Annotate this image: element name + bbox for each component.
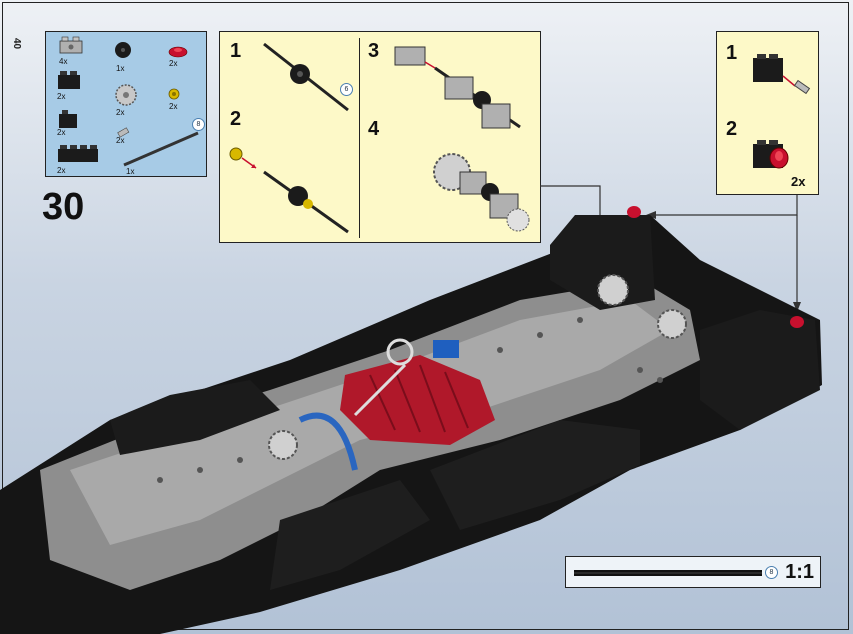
red-plate-right: [790, 316, 804, 328]
callout-illustrations: [229, 42, 530, 234]
red-engine: [340, 355, 495, 445]
center-gear: [268, 430, 298, 460]
qty-black-brick-2x2: 2x: [57, 92, 66, 101]
engine-ridges: [369, 364, 469, 433]
black-brick-1x2-icon: [59, 110, 77, 128]
front-gear: [657, 309, 687, 339]
scale-label: 1:1: [785, 561, 814, 583]
black-brick-1x4-icon: [58, 145, 98, 162]
technic-holes: [157, 317, 663, 483]
sub-step-2: 2: [230, 108, 242, 130]
sub-step-4: 4: [368, 118, 380, 140]
black-gear-small-icon: [115, 42, 131, 58]
parts-list-box: 4x 1x 2x 2x 2x 2x 2x 2x 8 2x 1x: [45, 31, 207, 177]
qty-long-axle: 1x: [126, 167, 135, 176]
red-plate-step-2: 2: [726, 118, 738, 140]
technic-brick-assembly-icon: [394, 46, 521, 129]
scale-reference-box: 8 1:1: [565, 556, 821, 588]
blue-bracket: [433, 340, 459, 358]
axle-with-gear-icon: [263, 42, 349, 112]
blue-arc: [298, 412, 358, 471]
black-brick-with-pin-icon: [753, 54, 811, 95]
arrow-head-plate-right: [793, 302, 801, 312]
rear-tower: [550, 215, 655, 310]
bushing-insertion-icon: [229, 147, 349, 234]
sub-assembly-callout: 1 2 3 4 6: [219, 31, 541, 243]
callout-divider: [359, 38, 360, 238]
front-tower: [700, 310, 820, 430]
side-panel-left: [270, 480, 430, 590]
parts-illustrations: [58, 36, 199, 167]
step-number: 30: [42, 186, 85, 228]
yellow-bushing-icon: [168, 88, 180, 100]
red-plate-callout: 1 2 2x: [716, 31, 819, 195]
black-brick-2x2-icon: [58, 71, 80, 89]
rear-gear: [597, 274, 629, 306]
qty-yellow-bushing: 2x: [169, 102, 178, 111]
gear-assembly-icon: [433, 153, 530, 232]
qty-black-gear-small: 1x: [116, 64, 125, 73]
scale-axle-badge: 8: [765, 566, 778, 579]
gray-technic-brick-icon: [59, 36, 83, 54]
steering-wheel: [386, 338, 414, 366]
black-brick-with-red-plate-icon: [753, 140, 789, 169]
qty-gray-technic-brick: 4x: [59, 57, 68, 66]
scale-axle-graphic: [574, 570, 762, 576]
left-wing: [110, 380, 280, 455]
qty-black-brick-1x2: 2x: [57, 128, 66, 137]
arrow-head-plate-top: [646, 211, 656, 219]
red-plate-multiplier: 2x: [791, 174, 806, 189]
red-round-plate-icon: [168, 46, 188, 58]
qty-red-round-plate: 2x: [169, 59, 178, 68]
gray-pin-icon: [117, 127, 130, 138]
red-plate-top: [627, 206, 641, 218]
qty-gray-gear-24: 2x: [116, 108, 125, 117]
sub-step-1: 1: [230, 40, 242, 62]
steering-axle: [353, 363, 407, 417]
long-axle-icon: [123, 131, 199, 167]
side-panel-right: [430, 420, 640, 530]
qty-black-brick-1x4: 2x: [57, 166, 66, 175]
qty-gray-pin: 2x: [116, 136, 125, 145]
red-plate-step-1: 1: [726, 42, 738, 64]
sub-step-3: 3: [368, 40, 380, 62]
gray-gear-24-icon: [115, 84, 137, 106]
long-axle-length-badge: 8: [192, 118, 205, 131]
red-plate-illustrations: [753, 54, 811, 169]
axle-length-badge: 6: [340, 83, 353, 96]
